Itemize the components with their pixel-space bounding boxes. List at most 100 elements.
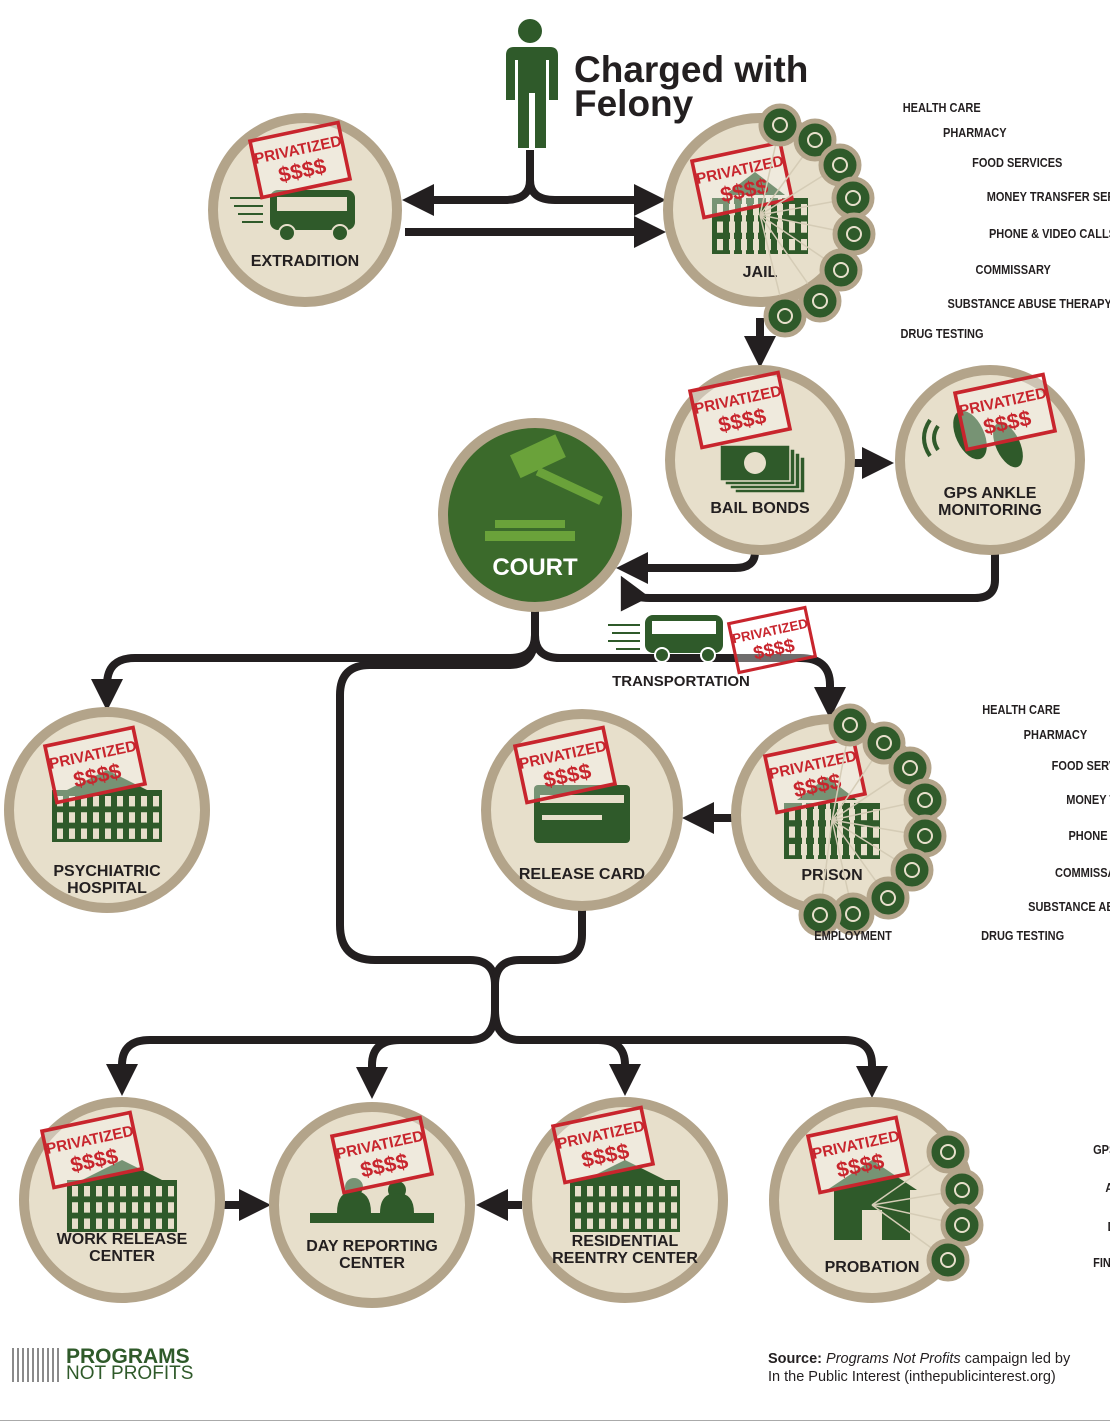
bottom-divider: [0, 1420, 1110, 1421]
service-icon: [819, 248, 863, 292]
node-label: PSYCHIATRIC: [53, 863, 161, 880]
path-court-to-community: [336, 634, 539, 1010]
service-label: FOOD SERVICES: [972, 156, 1062, 170]
service-item: COMMISSARY: [890, 848, 1110, 892]
service-icon: [926, 1130, 970, 1174]
flow-arrows: [91, 150, 999, 1221]
service-icon: [926, 1238, 970, 1282]
service-item: MONEY TRANSFER SERVICES: [903, 778, 1110, 822]
node-probation: PROBATION PRIVATIZED$$$$: [769, 1097, 975, 1303]
service-label: COMMISSARY: [1055, 866, 1110, 880]
node-court: COURT: [438, 418, 632, 612]
path-release-card-down: [491, 910, 586, 986]
service-icon: [940, 1203, 984, 1247]
logo-line-1: PROGRAMS: [66, 1345, 190, 1368]
prison-services: HEALTH CARE PHARMACY FOOD SERVICES MONEY TR…: [798, 703, 1110, 943]
arrow-to-day: [356, 1036, 401, 1099]
service-icon: [798, 893, 842, 937]
service-label: EMPLOYMENT: [814, 929, 892, 943]
service-item: FOOD SERVICES: [818, 143, 1063, 187]
transportation-bus-icon: [608, 615, 723, 663]
service-item: SUBSTANCE ABUSE THERAPY: [798, 279, 1110, 323]
service-label: SUBSTANCE ABUSE THERAPY: [948, 297, 1110, 311]
node-circle: [269, 1102, 475, 1308]
node-prison: PRISON PRIVATIZED$$$$: [731, 714, 933, 916]
service-icon: [940, 1168, 984, 1212]
probation-services: GPS ANKLE MONITORING ALCOHOL MONITORING DR…: [871, 1130, 1110, 1282]
service-item: PHONE & VIDEO CALLS: [903, 814, 1110, 858]
source-rest: campaign led by: [960, 1351, 1071, 1367]
service-icon: [758, 103, 802, 147]
logo-barcode-icon: [12, 1348, 60, 1382]
arrow-bail-to-court: [616, 551, 759, 584]
node-label: PROBATION: [825, 1259, 920, 1276]
node-label: COURT: [492, 554, 578, 581]
service-icon: [903, 778, 947, 822]
privatized-stamp: PRIVATIZED$$$$: [762, 735, 868, 815]
node-label: JAIL: [743, 264, 778, 281]
service-item: GPS ANKLE MONITORING: [926, 1130, 1110, 1174]
service-icon: [866, 876, 910, 920]
node-label: HOSPITAL: [67, 880, 147, 897]
source-credit: Source: Programs Not Profits campaign le…: [768, 1350, 1070, 1386]
privatized-stamp: PRIVATIZED$$$$: [247, 120, 353, 200]
service-icon: [763, 294, 807, 338]
node-label: MONITORING: [938, 502, 1042, 519]
service-label: FINE COLLECTION: [1093, 1256, 1110, 1270]
service-label: PHONE & VIDEO CALLS: [1068, 829, 1110, 843]
money-icon: [719, 444, 806, 494]
service-item: ALCOHOL MONITORING: [940, 1168, 1110, 1212]
transportation-label: TRANSPORTATION: [612, 673, 750, 690]
service-label: PHARMACY: [943, 126, 1007, 140]
privatized-stamp: PRIVATIZED$$$$: [952, 372, 1058, 452]
service-label: PHARMACY: [1024, 728, 1088, 742]
house-icon: [827, 1160, 917, 1240]
service-item: SUBSTANCE ABUSE THERAPY: [866, 876, 1110, 920]
source-campaign: Programs Not Profits: [826, 1351, 961, 1367]
service-label: DRUG TESTING: [981, 929, 1064, 943]
person-icon: [506, 19, 558, 148]
service-item: FINE COLLECTION: [926, 1238, 1110, 1282]
service-item: DRUG TESTING: [940, 1203, 1110, 1247]
jail-icon: [784, 777, 880, 859]
node-label: DAY REPORTING: [306, 1238, 438, 1255]
service-label: DRUG TESTING: [900, 327, 983, 341]
service-label: SUBSTANCE ABUSE THERAPY: [1028, 900, 1110, 914]
service-item: PHARMACY: [862, 721, 1088, 765]
service-label: MONEY TRANSFER SERVICES: [987, 190, 1110, 204]
service-item: HEALTH CARE: [828, 703, 1060, 747]
service-label: ALCOHOL MONITORING: [1105, 1181, 1110, 1195]
service-icon: [862, 721, 906, 765]
node-label: PRISON: [801, 867, 862, 884]
service-label: FOOD SERVICES: [1052, 759, 1110, 773]
path-split: [106, 1009, 499, 1096]
service-label: PHONE & VIDEO CALLS: [989, 227, 1110, 241]
privatized-stamp: PRIVATIZED$$$$: [805, 1115, 911, 1195]
source-label: Source:: [768, 1351, 822, 1367]
service-icon: [832, 212, 876, 256]
service-item: PHARMACY: [793, 118, 1007, 162]
service-icon: [793, 118, 837, 162]
service-label: GPS ANKLE MONITORING: [1093, 1143, 1110, 1157]
node-circle: [438, 418, 632, 612]
node-label: WORK RELEASE: [57, 1231, 188, 1248]
service-label: DRUG TESTING: [1108, 1220, 1110, 1234]
service-label: COMMISSARY: [976, 263, 1051, 277]
service-icon: [890, 848, 934, 892]
service-item: EMPLOYMENT: [798, 893, 893, 943]
arrow-to-residential: [491, 1009, 641, 1096]
service-label: HEALTH CARE: [982, 703, 1060, 717]
privatized-stamp: PRIVATIZED$$$$: [329, 1115, 435, 1195]
source-line-2: In the Public Interest (inthepublicinter…: [768, 1369, 1056, 1385]
node-label: GPS ANKLE: [944, 485, 1037, 502]
service-item: HEALTH CARE: [758, 101, 981, 147]
service-icon: [831, 176, 875, 220]
service-label: HEALTH CARE: [903, 101, 981, 115]
service-item: MONEY TRANSFER SERVICES: [831, 176, 1110, 220]
